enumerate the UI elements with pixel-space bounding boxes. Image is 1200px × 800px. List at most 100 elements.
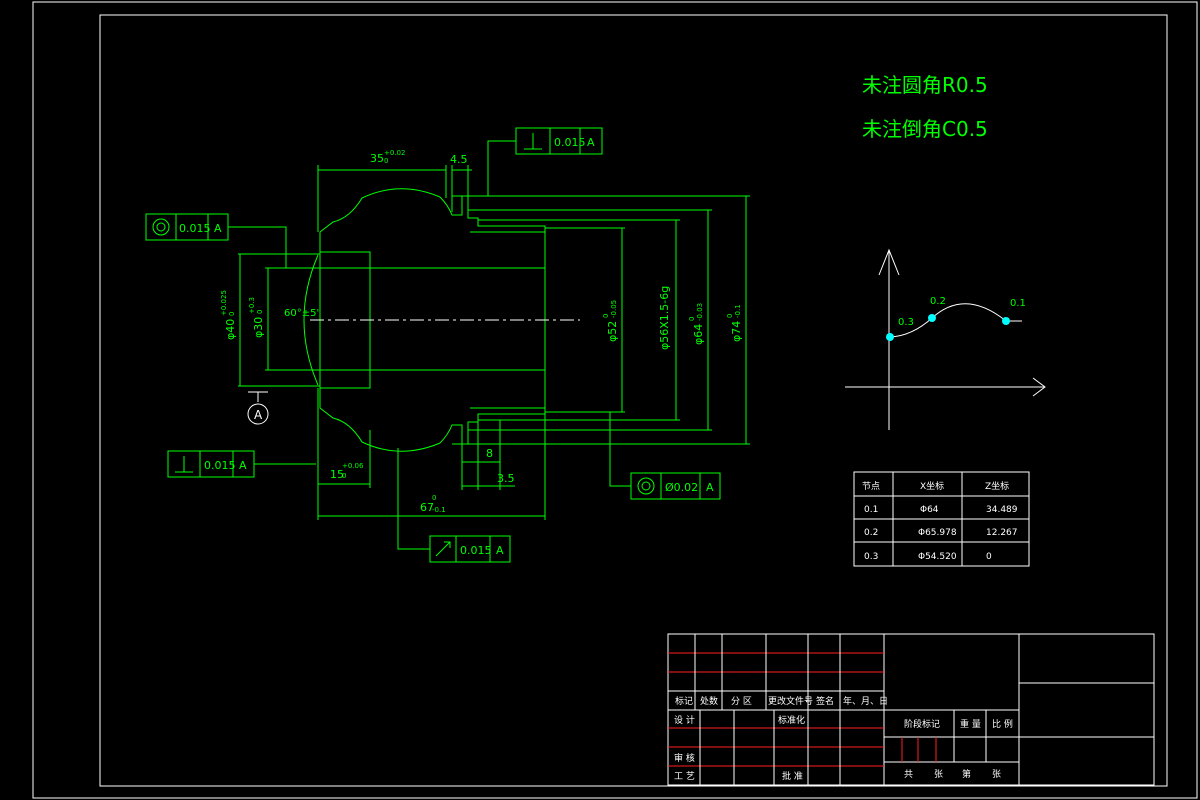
dim-dia-74-tol-low: -0.1 [734,304,742,318]
title-cell: 年、月、日 [843,695,888,707]
sheet-outer-border [32,1,1198,799]
title-cell: 比 例 [992,718,1013,730]
table-cell: Φ64 [920,505,939,515]
tolerance-value: 0.015 [554,136,586,149]
table-cell: 0.2 [864,528,878,538]
runout-icon [435,541,451,557]
dim-dia-30-tol-low: 0 [256,310,264,314]
title-cell: 分 区 [731,696,752,707]
perpendicular-icon [175,456,193,473]
title-cell: 张 [992,769,1001,780]
datum-marker: A [247,391,269,425]
tolerance-value: 0.015 [460,544,492,557]
dim-dia-52: φ52 [606,321,619,342]
dim-15-tol-low: 0 [342,472,346,480]
note-fillet: 未注圆角R0.5 [862,73,988,97]
table-cell: 0.3 [864,552,878,562]
dim-15: 15 [330,468,344,481]
tolerance-datum: A [214,222,222,235]
dim-dia-64-tol-low: -0.03 [696,303,704,321]
concentricity-icon [637,477,655,495]
table-header: X坐标 [920,480,944,492]
title-cell: 更改文件号 [768,695,813,707]
title-cell: 阶段标记 [904,718,940,730]
tolerance-datum: A [496,544,504,557]
sheet-inner-border [99,14,1168,787]
title-cell: 标记 [675,695,693,707]
table-cell: Φ54.520 [918,552,957,562]
dim-35: 35 [370,152,384,165]
profile-label-0-3: 0.3 [898,317,914,328]
tolerance-datum: A [587,136,595,149]
title-cell: 张 [934,769,943,780]
table-cell: 12.267 [986,528,1018,538]
dim-67-tol-low: -0.1 [432,506,446,514]
dim-dia-74-tol: 0 [726,314,734,318]
tolerance-value: 0.015 [179,222,211,235]
table-header: Z坐标 [985,480,1009,492]
dim-dia-30: φ30 [252,317,265,338]
note-chamfer: 未注倒角C0.5 [862,117,988,141]
y-axis-arrow-icon [878,248,900,276]
tolerance-frame-2: 0.015 A [145,213,287,268]
dim-dia-64-tol: 0 [688,317,696,321]
dim-67: 67 [420,501,434,514]
tolerance-datum: A [706,481,714,494]
dim-8: 8 [486,447,493,460]
cone-arc [303,254,319,386]
dim-3-5: 3.5 [497,472,515,485]
dim-dia-74: φ74 [730,321,743,342]
dim-cone-angle: 60°±5' [284,308,319,319]
table-cell: 0 [986,552,992,562]
profile-point-0-1 [1002,317,1010,325]
title-cell: 处数 [700,695,718,707]
title-cell: 第 [962,768,971,780]
title-cell: 设 计 [674,714,695,726]
profile-point-0-3 [886,333,894,341]
dim-dia-52-tol-low: -0.05 [610,300,618,318]
perpendicular-icon [524,133,542,150]
dim-15-tol: +0.06 [342,462,364,470]
profile-curve [889,303,1022,338]
tolerance-value: 0.015 [204,459,236,472]
dimension-lines [238,165,750,520]
table-cell: 34.489 [986,505,1018,515]
datum-label: A [254,408,263,422]
dim-dia-52-tol: 0 [602,314,610,318]
title-cell: 重 量 [960,718,981,730]
part-section-view [303,188,580,452]
title-cell: 批 准 [782,770,803,782]
tolerance-frame-5: 0.015 A [397,448,511,563]
tolerance-value: Ø0.02 [665,481,698,494]
dim-dia-40-tol: +0.025 [220,290,228,316]
title-cell: 共 [904,769,913,780]
dim-thread: φ56X1.5-6g [658,286,671,350]
lower-section-hatch [319,369,546,452]
title-cell: 标准化 [778,714,805,726]
dim-dia-30-tol: +0.3 [248,297,256,314]
profile-point-0-2 [928,314,936,322]
profile-label-0-1: 0.1 [1010,298,1026,309]
x-axis-arrow-icon [1032,377,1046,397]
upper-section-hatch [319,188,546,269]
dim-dia-64: φ64 [692,324,705,345]
dim-dia-40: φ40 [224,319,237,340]
dim-dia-40-tol-low: 0 [228,312,236,316]
dim-35-tol-low: 0 [384,157,388,165]
title-cell: 工 艺 [674,771,695,782]
title-cell: 审 核 [674,752,695,764]
coordinate-table: 节点 X坐标 Z坐标 0.1 Φ64 34.489 0.2 Φ65.978 12… [853,471,1030,567]
profile-label-0-2: 0.2 [930,296,946,307]
tolerance-frame-1: 0.015 A [470,127,603,197]
table-header: 节点 [862,481,880,492]
dim-35-tol: +0.02 [384,149,405,157]
title-cell: 签名 [816,695,834,707]
table-cell: Φ65.978 [918,528,957,538]
tolerance-frame-4: Ø0.02 A [609,412,721,500]
concentricity-icon [152,218,170,236]
dim-67-tol: 0 [432,494,436,502]
tolerance-datum: A [239,459,247,472]
table-cell: 0.1 [864,505,878,515]
title-block: 标记 处数 分 区 更改文件号 签名 年、月、日 设 计 标准化 审 核 工 艺… [667,633,1155,786]
